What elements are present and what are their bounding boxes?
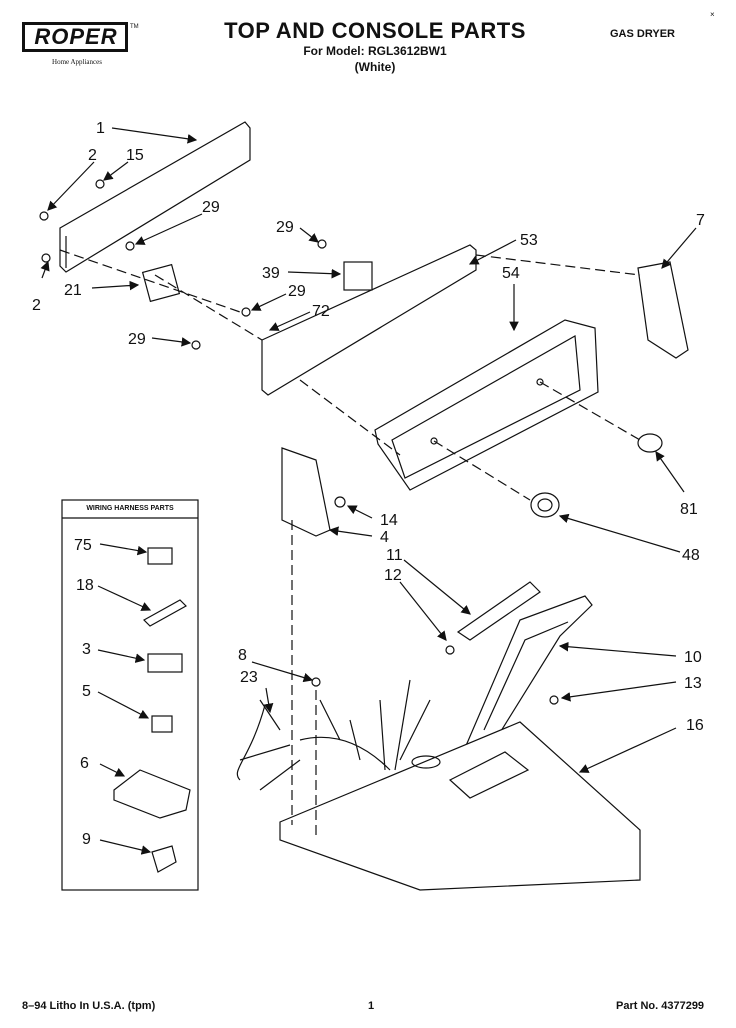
- callout-48: 48: [682, 547, 700, 564]
- screw-13: [549, 695, 559, 705]
- callout-9: 9: [82, 831, 91, 848]
- footer-page-number: 1: [368, 1000, 375, 1012]
- part-53-console-plate: [261, 244, 477, 396]
- screw-2a: [39, 211, 49, 221]
- screw-29a: [125, 241, 135, 251]
- callout-29c: 29: [288, 283, 306, 300]
- clip-12: [445, 645, 455, 655]
- callout-2a: 2: [88, 147, 97, 164]
- part-48-knob: [530, 492, 560, 518]
- clip-8: [311, 677, 321, 687]
- part-7-end-cap: [637, 261, 689, 359]
- model-variant: (White): [354, 60, 396, 74]
- screw-29b: [317, 239, 327, 249]
- callout-21: 21: [64, 282, 82, 299]
- callout-81: 81: [680, 501, 698, 518]
- callout-53: 53: [520, 232, 538, 249]
- callout-6: 6: [80, 755, 89, 772]
- part-5-connector: [151, 715, 173, 733]
- brand-logo-frame: [22, 22, 128, 52]
- callout-11: 11: [386, 547, 403, 564]
- callout-29a: 29: [202, 199, 220, 216]
- footer-litho: 8–94 Litho In U.S.A. (tpm): [22, 1000, 156, 1012]
- callout-2b: 2: [32, 297, 41, 314]
- callout-7: 7: [696, 212, 705, 229]
- footer-part-number: Part No. 4377299: [616, 1000, 705, 1012]
- screw-14: [334, 496, 346, 508]
- callout-13: 13: [684, 675, 702, 692]
- screw-2b: [41, 253, 51, 263]
- part-39-timer: [343, 261, 373, 291]
- part-75-connector: [147, 547, 173, 565]
- callout-15: 15: [126, 147, 144, 164]
- callout-8: 8: [238, 647, 247, 664]
- part-4-side-bracket: [281, 447, 331, 537]
- callout-4: 4: [380, 529, 389, 546]
- callout-3: 3: [82, 641, 91, 658]
- part-21-switch: [141, 263, 181, 303]
- page-title: TOP AND CONSOLE PARTS: [224, 18, 526, 43]
- callout-16: 16: [686, 717, 704, 734]
- callout-54: 54: [502, 265, 520, 282]
- appliance-type: GAS DRYER: [610, 28, 675, 40]
- callout-10: 10: [684, 649, 702, 666]
- callout-75: 75: [74, 537, 92, 554]
- trademark: TM: [130, 24, 139, 30]
- part-18-terminal: [143, 599, 187, 627]
- screw-15: [95, 179, 105, 189]
- model-line: For Model: RGL3612BW1: [303, 44, 447, 58]
- callout-18: 18: [76, 577, 94, 594]
- screw-29c: [241, 307, 251, 317]
- part-6-terminal-block: [113, 769, 191, 819]
- callout-72: 72: [312, 303, 330, 320]
- callout-12: 12: [384, 567, 402, 584]
- callout-29d: 29: [128, 331, 146, 348]
- callout-29b: 29: [276, 219, 294, 236]
- callout-5: 5: [82, 683, 91, 700]
- part-81-knob: [637, 433, 663, 453]
- part-16-dryer-top: [279, 721, 641, 891]
- callout-14: 14: [380, 512, 398, 529]
- corner-mark: ×: [710, 10, 715, 19]
- wiring-box-title: WIRING HARNESS PARTS: [86, 505, 174, 512]
- part-23-wiring-harness: [236, 679, 431, 791]
- callout-23: 23: [240, 669, 258, 686]
- part-11-lint-lid: [456, 581, 541, 641]
- brand-subtitle: Home Appliances: [52, 58, 102, 66]
- part-1-rear-bracket: [59, 121, 251, 273]
- part-9-clip: [151, 845, 177, 873]
- callout-39: 39: [262, 265, 280, 282]
- screw-29d: [191, 340, 201, 350]
- part-3-connector: [147, 653, 183, 673]
- callout-1: 1: [96, 120, 105, 137]
- wiring-harness-box: [61, 499, 199, 891]
- brand-logo: ROPER: [34, 24, 118, 49]
